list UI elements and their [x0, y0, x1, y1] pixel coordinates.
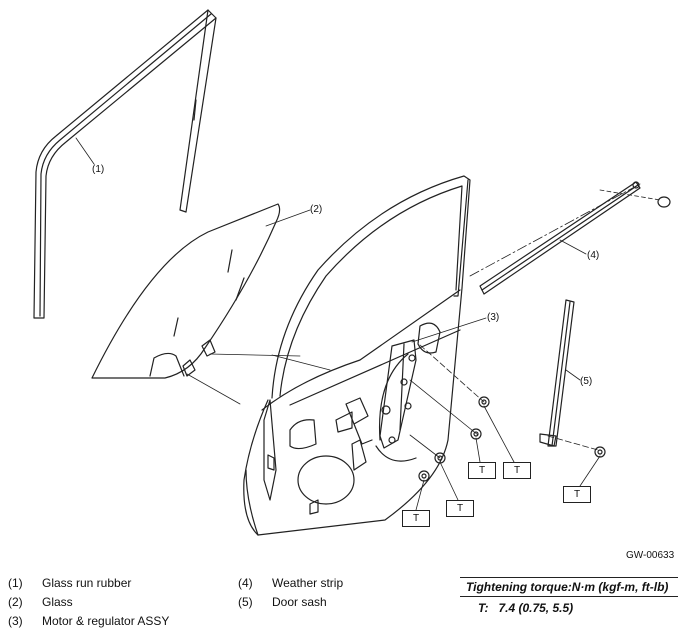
door-glass-exploded-diagram: (1) (2) (3) (4) (5) T T T T T: [33, 9, 671, 536]
bolt: [434, 452, 446, 464]
door-shell: [243, 175, 471, 536]
bolt: [478, 396, 490, 408]
legend-item: (3) Motor & regulator ASSY: [8, 614, 169, 633]
legend-right: (4) Weather strip (5) Door sash: [238, 576, 343, 614]
motor-regulator-assembly: [345, 339, 417, 462]
torque-value-row: T: 7.4 (0.75, 5.5): [460, 597, 678, 615]
callout-4: (4): [587, 250, 600, 261]
legend-item: (4) Weather strip: [238, 576, 343, 595]
tightening-torque-table: Tightening torque:N·m (kgf-m, ft-lb) T: 7…: [460, 577, 678, 615]
glass-panel: [91, 203, 281, 379]
glass-run-rubber: [33, 9, 217, 319]
callout-3: (3): [487, 312, 500, 323]
bolt: [470, 428, 482, 440]
legend-number: (5): [238, 595, 253, 609]
callout-5: (5): [580, 376, 593, 387]
weather-strip-clip: [657, 196, 671, 208]
legend-number: (4): [238, 576, 253, 590]
legend-label: Motor & regulator ASSY: [42, 614, 170, 628]
figure-id: GW-00633: [626, 550, 675, 561]
bolt: [418, 470, 430, 482]
legend-label: Glass run rubber: [42, 576, 132, 590]
torque-mark-box: T: [446, 500, 474, 517]
torque-mark-box: T: [563, 486, 591, 503]
assembly-guide-lines: [186, 183, 661, 459]
legend-item: (2) Glass: [8, 595, 169, 614]
legend-number: (3): [8, 614, 23, 628]
callout-2: (2): [310, 204, 323, 215]
legend-item: (1) Glass run rubber: [8, 576, 169, 595]
torque-value: 7.4 (0.75, 5.5): [498, 601, 574, 615]
diagram-drawing: [33, 9, 671, 536]
legend-label: Weather strip: [272, 576, 344, 590]
legend-label: Door sash: [272, 595, 327, 609]
torque-mark-box: T: [503, 462, 531, 479]
legend-number: (2): [8, 595, 23, 609]
torque-symbol: T:: [478, 601, 489, 615]
callout-1: (1): [92, 164, 105, 175]
torque-mark-box: T: [468, 462, 496, 479]
legend-left: (1) Glass run rubber (2) Glass (3) Motor & …: [8, 576, 169, 633]
legend-item: (5) Door sash: [238, 595, 343, 614]
torque-mark-box: T: [402, 510, 430, 527]
door-sash: [539, 299, 575, 447]
bolt: [594, 446, 606, 458]
weather-strip: [479, 181, 671, 295]
leader-lines: [75, 137, 601, 511]
torque-heading: Tightening torque:N·m (kgf-m, ft-lb): [460, 577, 678, 597]
legend-label: Glass: [42, 595, 73, 609]
legend-number: (1): [8, 576, 23, 590]
